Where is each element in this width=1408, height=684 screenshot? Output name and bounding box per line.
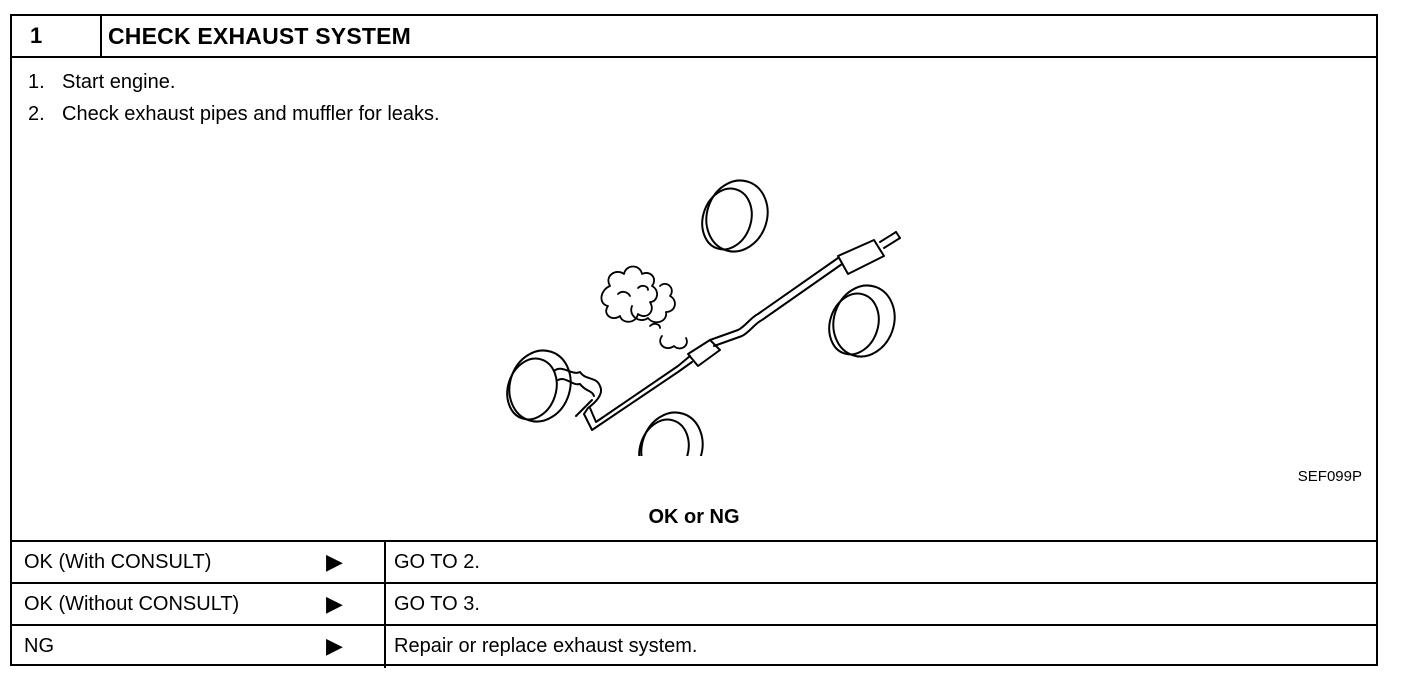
step-number: 1 — [12, 16, 102, 56]
result-action: GO TO 3. — [394, 593, 480, 615]
result-condition: NG — [24, 635, 54, 657]
result-row: OK (Without CONSULT) ▶ GO TO 3. — [12, 584, 1376, 626]
arrow-right-icon: ▶ — [326, 633, 343, 658]
result-condition: OK (Without CONSULT) — [24, 593, 240, 615]
instruction-item: 1. Start engine. — [28, 66, 440, 98]
exhaust-manifold — [553, 367, 602, 417]
result-heading: OK or NG — [648, 506, 740, 528]
wheel-rear-right — [701, 179, 769, 253]
step-header: 1 CHECK EXHAUST SYSTEM — [12, 16, 1376, 58]
exhaust-pipe — [583, 257, 843, 431]
wheel-front-right — [506, 349, 572, 423]
result-row: OK (With CONSULT) ▶ GO TO 2. — [12, 542, 1376, 584]
instruction-number: 2. — [28, 103, 45, 125]
center-muffler — [687, 339, 721, 367]
instruction-text: Start engine. — [62, 71, 176, 93]
instruction-number: 1. — [28, 71, 45, 93]
figure-code: SEF099P — [1297, 468, 1362, 485]
column-divider — [384, 542, 386, 584]
arrow-right-icon: ▶ — [326, 549, 343, 574]
wheel-front-left — [638, 411, 704, 456]
exhaust-system-illustration — [506, 179, 901, 456]
main-muffler — [837, 231, 901, 275]
result-row: NG ▶ Repair or replace exhaust system. — [12, 626, 1376, 668]
column-divider — [384, 626, 386, 668]
step-title: CHECK EXHAUST SYSTEM — [108, 23, 412, 49]
instruction-list: 1. Start engine. 2. Check exhaust pipes an… — [28, 66, 440, 130]
arrow-right-icon: ▶ — [326, 591, 343, 616]
result-action: GO TO 2. — [394, 551, 480, 573]
result-condition: OK (With CONSULT) — [24, 551, 212, 573]
result-action: Repair or replace exhaust system. — [394, 635, 698, 657]
exhaust-smoke-cloud — [600, 265, 688, 350]
instruction-item: 2. Check exhaust pipes and muffler for le… — [28, 98, 440, 130]
instruction-text: Check exhaust pipes and muffler for leak… — [62, 103, 440, 125]
wheel-rear-left — [828, 284, 896, 358]
column-divider — [384, 584, 386, 626]
step-body: 1. Start engine. 2. Check exhaust pipes an… — [12, 58, 1376, 542]
inspection-step-table: 1 CHECK EXHAUST SYSTEM 1. Start engine. 2… — [10, 14, 1378, 668]
